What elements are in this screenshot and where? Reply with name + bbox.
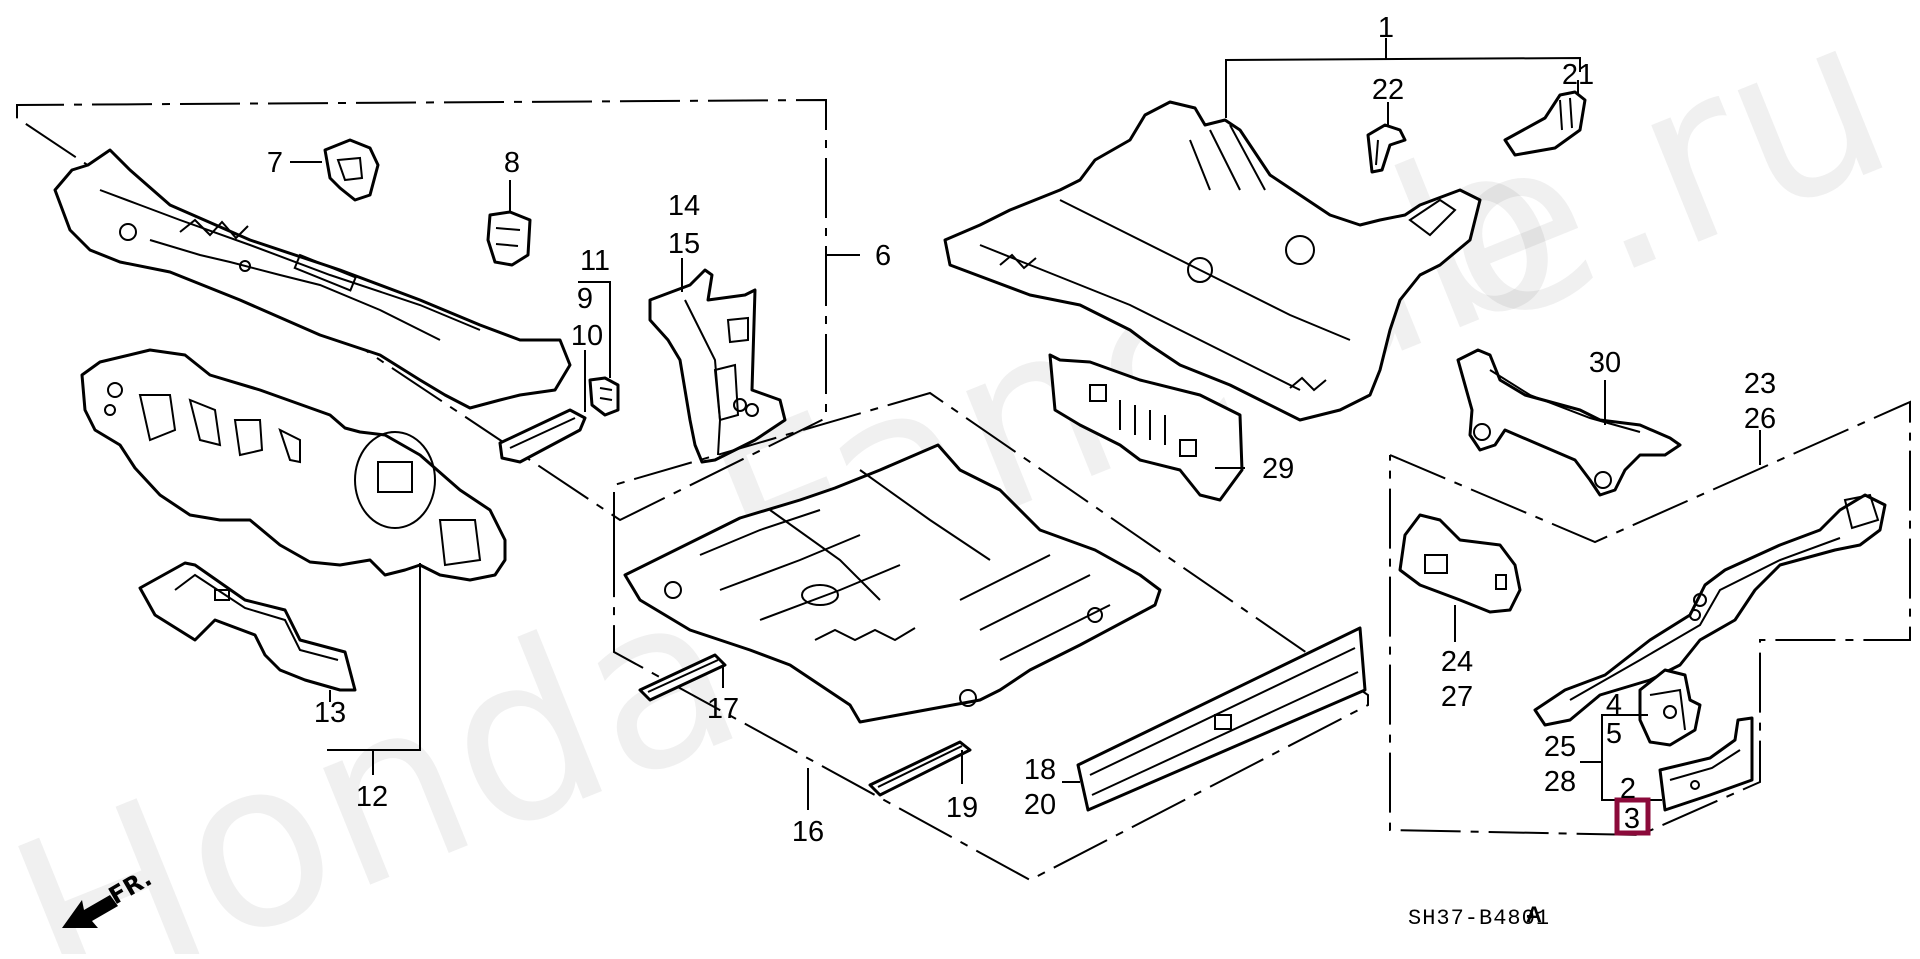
part-23-26-rear-frame[interactable]: [1533, 493, 1887, 727]
part-16-front-floor[interactable]: [623, 443, 1162, 724]
part-10-reinforcement[interactable]: [498, 350, 587, 464]
callout-15[interactable]: 15: [668, 228, 700, 260]
part-2-3-extension[interactable]: [1640, 716, 1754, 812]
part-21-bracket[interactable]: [1503, 80, 1587, 157]
callout-1[interactable]: 1: [1378, 12, 1394, 44]
callout-22[interactable]: 22: [1372, 74, 1404, 106]
callout-24[interactable]: 24: [1441, 646, 1473, 678]
part-11-clip[interactable]: [578, 281, 620, 417]
callout-30[interactable]: 30: [1589, 347, 1621, 379]
group-6-outline: [16, 98, 827, 522]
callout-29[interactable]: 29: [1262, 453, 1294, 485]
part-12-dashboard-lower[interactable]: [80, 348, 507, 775]
callout-8[interactable]: 8: [504, 147, 520, 179]
callout-3[interactable]: 3: [1624, 803, 1640, 835]
callout-labels: 1 22 21 7 8 6 11 9 10 14 15 13 12 17 16 …: [267, 12, 1776, 848]
part-24-27-bracket[interactable]: [1398, 513, 1522, 642]
callout-9[interactable]: 9: [577, 283, 593, 315]
part-code: SH37-B4801: [1408, 906, 1550, 931]
callout-16[interactable]: 16: [792, 816, 824, 848]
callout-12[interactable]: 12: [356, 781, 388, 813]
part-14-15-pillar[interactable]: [648, 258, 787, 464]
group-16-frame: [613, 391, 1369, 882]
callout-7[interactable]: 7: [267, 147, 283, 179]
revision-letter: A: [1526, 902, 1542, 927]
callout-6[interactable]: 6: [875, 240, 891, 272]
watermark-text-3: e.ru: [1401, 0, 1920, 381]
part-6-cowl-top[interactable]: [53, 148, 572, 410]
diagram-reference: SH37-B4801 A: [1408, 902, 1550, 931]
callout-11[interactable]: 11: [580, 245, 610, 277]
callout-28[interactable]: 28: [1544, 766, 1576, 798]
callout-17[interactable]: 17: [707, 693, 739, 725]
part-30-crossmember[interactable]: [1456, 348, 1682, 497]
callout-19[interactable]: 19: [946, 792, 978, 824]
callout-20[interactable]: 20: [1024, 789, 1056, 821]
callout-21[interactable]: 21: [1562, 59, 1594, 91]
group-6-frame: [16, 98, 860, 522]
group-1-bracket: [1225, 38, 1581, 125]
group-23-26-frame: [1389, 400, 1911, 837]
part-17-rail[interactable]: [638, 653, 727, 702]
part-18-20-sill[interactable]: [1062, 626, 1367, 812]
group-23-26-outline: [1389, 400, 1911, 837]
callout-13[interactable]: 13: [314, 697, 346, 729]
part-7-bracket[interactable]: [290, 138, 380, 202]
callout-5[interactable]: 5: [1606, 718, 1622, 750]
callout-10[interactable]: 10: [571, 320, 603, 352]
highlight-box-part-3: [1614, 797, 1651, 836]
part-29-panel[interactable]: [1048, 353, 1245, 502]
callout-27[interactable]: 27: [1441, 681, 1473, 713]
front-arrow-icon: [62, 895, 118, 928]
callout-2[interactable]: 2: [1620, 773, 1636, 805]
callout-23[interactable]: 23: [1744, 368, 1776, 400]
leader-1-bracket: [1225, 56, 1581, 118]
callout-25[interactable]: 25: [1544, 731, 1576, 763]
part-8-bracket[interactable]: [486, 180, 532, 267]
part-19-rail[interactable]: [868, 740, 972, 797]
callout-4[interactable]: 4: [1606, 689, 1622, 721]
part-13-crossmember[interactable]: [138, 561, 357, 702]
part-4-5-bracket[interactable]: [1627, 668, 1702, 747]
callout-26[interactable]: 26: [1744, 403, 1776, 435]
part-1-rear-floor[interactable]: [943, 100, 1482, 422]
callout-18[interactable]: 18: [1024, 754, 1056, 786]
part-22-bracket[interactable]: [1366, 123, 1407, 174]
group-16-outline: [613, 391, 1369, 882]
callout-14[interactable]: 14: [668, 190, 700, 222]
